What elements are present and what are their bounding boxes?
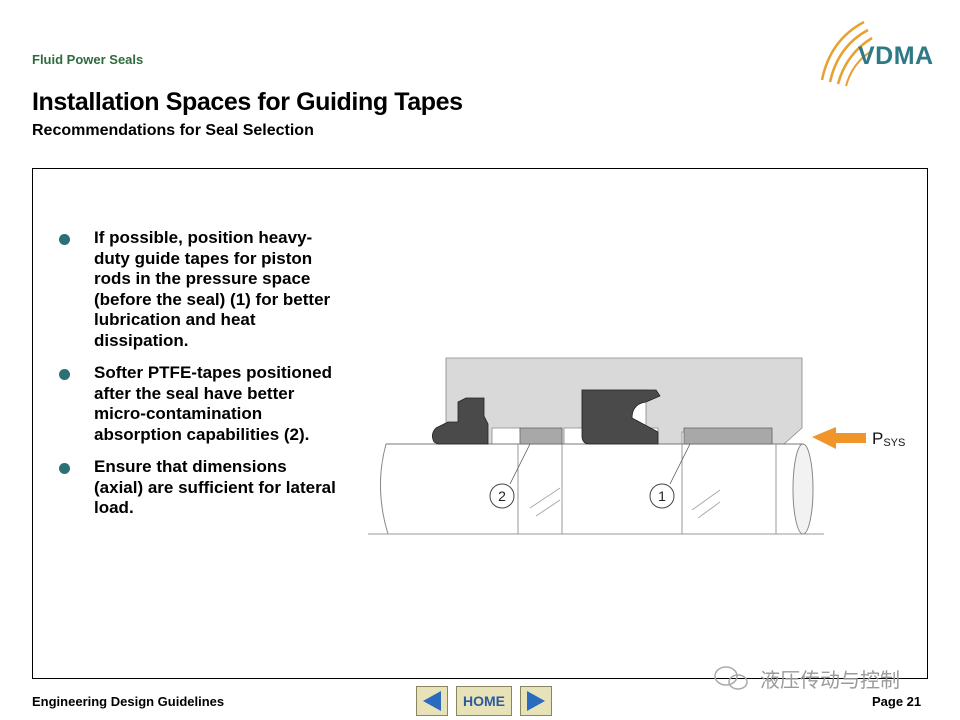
prev-button[interactable] xyxy=(416,686,448,716)
next-button[interactable] xyxy=(520,686,552,716)
content-frame xyxy=(32,168,928,679)
watermark-text: 液压传动与控制 xyxy=(760,670,900,692)
guide-tape-2 xyxy=(519,427,563,445)
seal-middle xyxy=(581,389,661,445)
wechat-icon xyxy=(714,666,748,690)
watermark: 液压传动与控制 xyxy=(712,662,932,694)
rod-end xyxy=(792,443,814,535)
arrow-left-icon xyxy=(423,691,441,711)
bullet-dot-icon xyxy=(59,463,70,474)
page-subtitle: Recommendations for Seal Selection xyxy=(32,122,314,139)
arrow-right-icon xyxy=(527,691,545,711)
bullet-item: If possible, position heavy-duty guide t… xyxy=(58,228,338,351)
callout-1-label: 1 xyxy=(658,488,666,504)
bullet-dot-icon xyxy=(59,369,70,380)
home-button[interactable]: HOME xyxy=(456,686,512,716)
bullet-dot-icon xyxy=(59,234,70,245)
pressure-arrow-icon xyxy=(812,427,866,449)
callout-2 xyxy=(489,483,515,509)
seal-left xyxy=(432,397,489,445)
bullet-text: Ensure that dimensions (axial) are suffi… xyxy=(94,457,336,517)
footer-guidelines: Engineering Design Guidelines xyxy=(32,694,225,709)
rod-shape xyxy=(380,443,389,535)
vdma-logo: VDMA xyxy=(812,18,942,98)
page-title: Installation Spaces for Guiding Tapes xyxy=(32,88,463,116)
bullet-item: Softer PTFE-tapes positioned after the s… xyxy=(58,363,338,445)
pressure-label: PSYS xyxy=(872,429,905,449)
page-number: Page 21 xyxy=(872,694,922,709)
callout-2-label: 2 xyxy=(498,488,506,504)
callout-1 xyxy=(649,483,675,509)
logo-arcs-icon xyxy=(820,20,873,87)
home-label: HOME xyxy=(463,693,505,709)
section-title: Fluid Power Seals xyxy=(32,52,144,67)
bullet-list: If possible, position heavy-duty guide t… xyxy=(58,228,338,531)
guide-tape-1 xyxy=(683,427,773,445)
bullet-text: Softer PTFE-tapes positioned after the s… xyxy=(94,363,333,444)
logo-text: VDMA xyxy=(858,42,934,70)
seal-installation-diagram: 2 1 PSYS xyxy=(368,357,905,535)
bullet-item: Ensure that dimensions (axial) are suffi… xyxy=(58,457,338,519)
bullet-text: If possible, position heavy-duty guide t… xyxy=(94,228,331,350)
